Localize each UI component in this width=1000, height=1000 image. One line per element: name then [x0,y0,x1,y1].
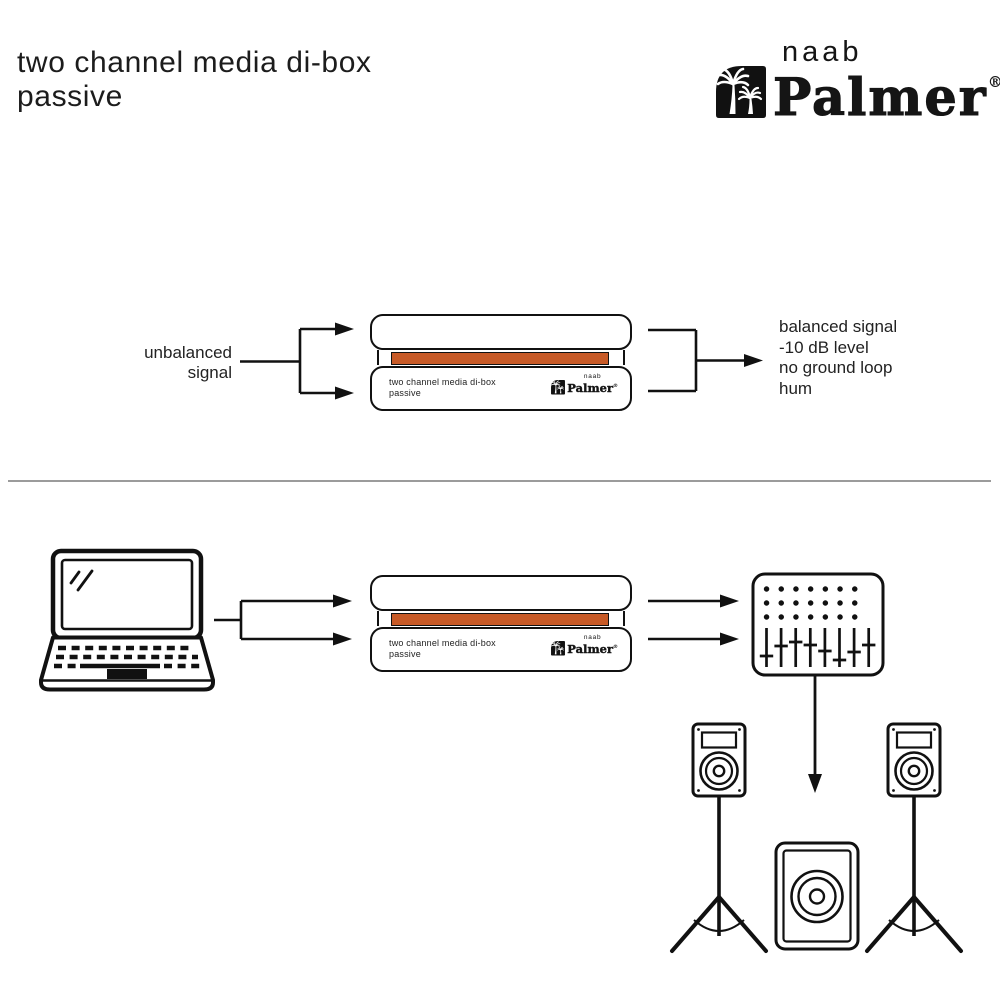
top-output-connector [648,328,745,393]
registered-mark: ® [613,644,618,650]
di-box-brand-top: naab [583,634,602,641]
brand-logo: naab Palmer® [716,36,1000,125]
brand-name-main: Palmer® [772,56,1000,124]
bottom-input-connector [214,599,334,641]
registered-mark: ® [613,383,618,389]
di-box-hinge-left [377,611,379,626]
di-box-device-top: two channel media di-box passive [370,314,632,414]
di-box-brand-logo: naab Palmer® [551,373,618,395]
di-box-lid [370,314,632,350]
page-title-line1: two channel media di-box [17,46,372,79]
mixer-icon [751,572,885,677]
brand-name-top: naab [782,36,863,68]
di-box-brand-main: Palmer® [567,642,618,656]
di-box-lid [370,575,632,611]
laptop-icon [39,548,215,692]
di-box-orange-stripe [391,613,609,626]
di-box-body: two channel media di-box passive [370,366,632,411]
page-title-line2: passive [17,80,123,113]
di-box-hinge-left [377,350,379,365]
mixer-output-arrow [808,676,822,793]
top-input-connector [240,327,336,395]
input-signal-label: unbalanced signal [144,343,232,382]
section-divider [8,480,991,482]
laptop-trackpad [107,669,147,679]
di-box-label: two channel media di-box passive [389,377,496,398]
di-box-device-bottom: two channel media di-box passive [370,575,632,675]
bottom-output-arrowheads [720,594,739,646]
di-box-brand-logo: naab Palmer® [551,634,618,656]
bottom-input-arrowheads [333,594,352,646]
di-box-label: two channel media di-box passive [389,638,496,659]
registered-mark: ® [987,73,1000,91]
output-signal-label: balanced signal -10 dB level no ground l… [779,317,898,398]
bottom-output-connector [648,599,721,641]
di-box-brand-main: Palmer® [567,381,618,395]
palm-trees-icon [551,380,566,395]
top-output-arrowhead [744,354,763,367]
speaker-right-icon [865,722,963,953]
page-title: two channel media di-box passive [17,46,372,114]
di-box-body: two channel media di-box passive [370,627,632,672]
di-box-hinge-right [623,350,625,365]
palm-trees-icon [551,641,566,656]
di-box-orange-stripe [391,352,609,365]
palm-trees-icon [716,66,766,118]
di-box-brand-top: naab [583,373,602,380]
top-input-arrowheads [335,322,354,400]
di-box-hinge-right [623,611,625,626]
subwoofer-icon [774,841,860,951]
speaker-left-icon [670,722,768,953]
